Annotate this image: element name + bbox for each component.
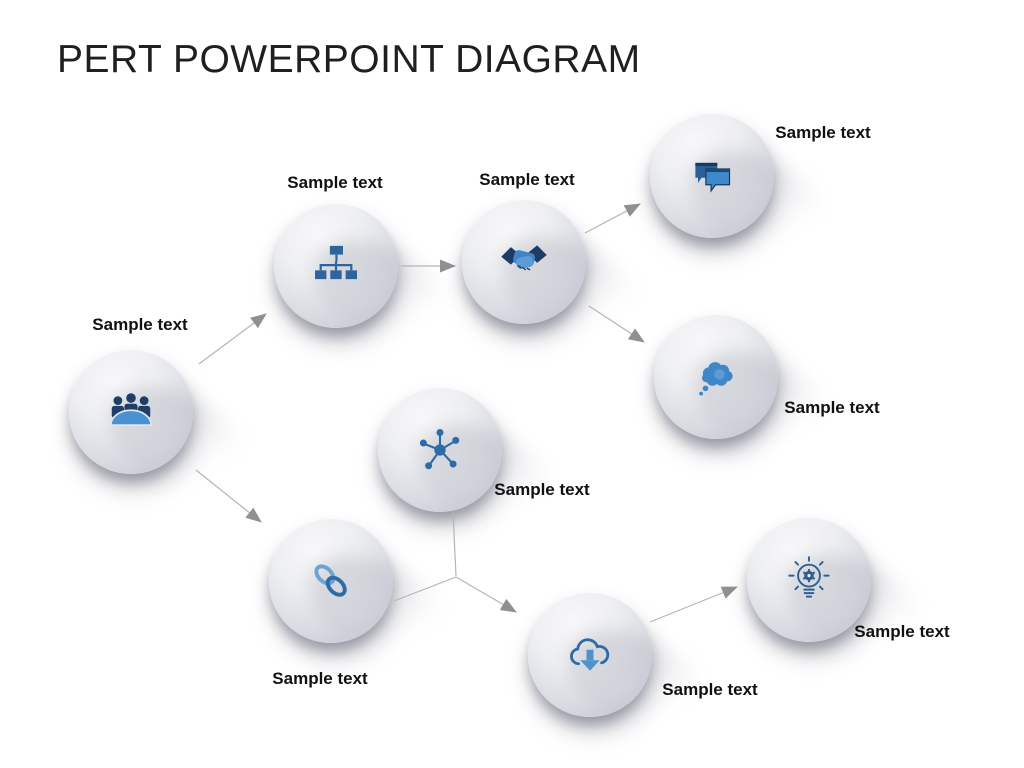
node-thought[interactable] [654,315,778,439]
node-handshake[interactable] [462,200,586,324]
node-hierarchy[interactable] [274,204,398,328]
node-label-chat[interactable]: Sample text [775,123,871,142]
hierarchy-icon [308,238,364,294]
chat-bubbles-icon [684,148,740,204]
node-label-hierarchy[interactable]: Sample text [287,173,383,192]
connector-network-junction [452,511,457,577]
page-title: PERT POWERPOINT DIAGRAM [57,38,641,81]
meeting-icon [103,384,159,440]
node-chain[interactable] [269,519,393,643]
thought-cloud-icon [688,349,744,405]
node-label-chain[interactable]: Sample text [272,669,368,688]
node-network[interactable] [378,388,502,512]
node-label-thought[interactable]: Sample text [784,398,880,417]
connector-cloud-download-idea [649,586,738,623]
node-label-meeting[interactable]: Sample text [92,315,188,334]
connector-handshake-chat [584,203,641,234]
node-label-idea[interactable]: Sample text [854,622,950,641]
node-label-network[interactable]: Sample text [494,480,590,499]
chain-link-icon [303,553,359,609]
node-idea[interactable] [747,518,871,642]
handshake-icon [496,234,552,290]
idea-bulb-gear-icon [781,552,837,608]
node-meeting[interactable] [69,350,193,474]
node-chat[interactable] [650,114,774,238]
connector-junction-cloud-download [455,576,517,613]
cloud-download-icon [562,627,618,683]
node-label-handshake[interactable]: Sample text [479,170,575,189]
node-label-cloud-download[interactable]: Sample text [662,680,758,699]
node-cloud-download[interactable] [528,593,652,717]
network-hub-icon [412,422,468,478]
